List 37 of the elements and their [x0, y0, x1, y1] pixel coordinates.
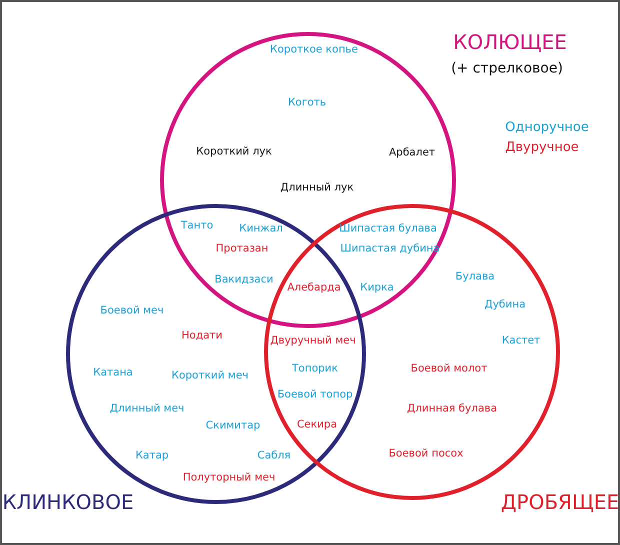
weapon-name: Боевой молот: [410, 362, 488, 376]
weapon-name: Катана: [93, 366, 133, 380]
weapon-name: Боевой меч: [100, 304, 164, 318]
weapon-name: Короткий меч: [172, 370, 248, 382]
weapon-name: Нодати: [182, 330, 222, 342]
legend-entry: Одноручное: [505, 120, 589, 136]
weapon-name: Дубина: [484, 298, 526, 312]
weapon-name: Секира: [296, 418, 338, 432]
weapon-name: Короткое копье: [270, 44, 358, 56]
weapon-name: Длинная булава: [407, 402, 497, 416]
set-subtitle: (+ стрелковое): [451, 60, 563, 78]
weapon-name: Танто: [180, 220, 214, 232]
weapon-name: Кирка: [360, 282, 394, 294]
weapon-name: Боевой посох: [388, 448, 464, 460]
set-title: КЛИНКОВОЕ: [2, 490, 134, 514]
legend-entry: Двуручное: [505, 140, 579, 156]
set-title: ДРОБЯЩЕЕ: [500, 490, 618, 514]
weapon-name: Длинный меч: [110, 402, 184, 416]
weapon-name: Протазан: [216, 242, 268, 256]
weapon-name: Длинный лук: [280, 182, 354, 194]
weapon-name: Полуторный меч: [182, 472, 276, 484]
weapon-name: Вакидзаси: [214, 274, 274, 286]
weapon-name: Шипастая булава: [339, 222, 437, 236]
weapon-name: Боевой топор: [277, 388, 353, 402]
weapon-name: Скимитар: [206, 420, 260, 432]
weapon-name: Топорик: [292, 362, 338, 376]
weapon-name: Катар: [135, 450, 169, 462]
weapon-name: Двуручный меч: [270, 334, 356, 348]
weapon-name: Алебарда: [287, 282, 341, 294]
weapon-name: Булава: [455, 270, 495, 284]
weapon-name: Кинжал: [239, 222, 283, 236]
weapon-name: Сабля: [257, 450, 291, 462]
weapon-name: Арбалет: [388, 146, 436, 160]
weapon-name: Кастет: [502, 334, 540, 348]
weapon-name: Коготь: [288, 96, 326, 110]
set-title: КОЛЮЩЕЕ: [453, 30, 567, 54]
weapon-name: Короткий лук: [196, 146, 272, 158]
